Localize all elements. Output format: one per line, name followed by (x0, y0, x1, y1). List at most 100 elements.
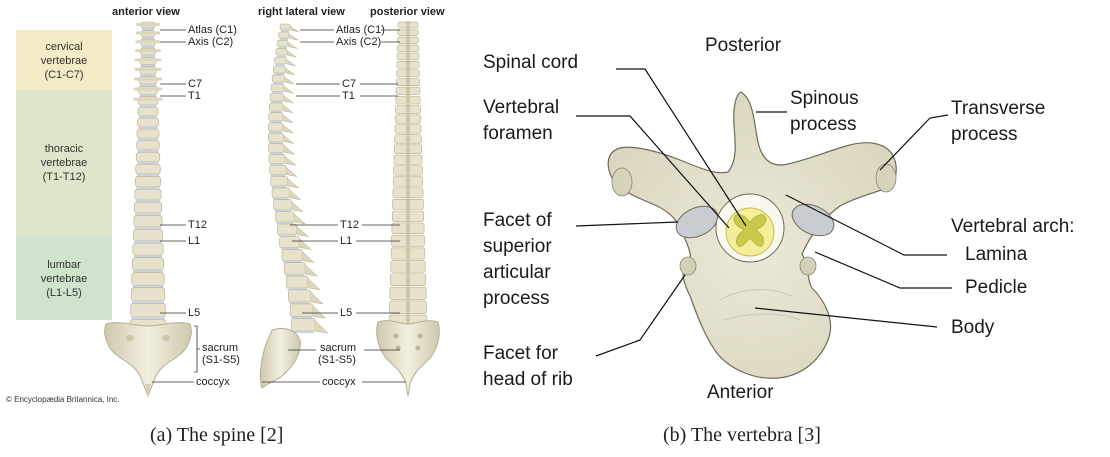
label-l1: L1 (188, 235, 200, 247)
anterior-vertebra (137, 140, 160, 149)
anterior-disc (132, 301, 164, 304)
lateral-spinous-process (313, 306, 326, 318)
lateral-spinous-process (283, 135, 293, 143)
lateral-spinous-process (285, 156, 296, 165)
lateral-spinous-process (299, 239, 311, 250)
lateral-vertebra (279, 32, 289, 38)
lateral-vertebra (284, 263, 305, 274)
posterior-sacral-foramen (418, 334, 423, 339)
posterior-spinous-process (406, 273, 410, 288)
anterior-vertebra (133, 243, 163, 255)
lateral-spinous-process (290, 26, 299, 32)
lateral-vertebra (268, 133, 283, 141)
vertebra-leader-lines (576, 69, 952, 356)
posterior-vertebrae (389, 21, 427, 330)
anterior-transverse-process (136, 32, 161, 35)
label-sacrum-range-post: (S1-S5) (318, 354, 356, 366)
lateral-spinous-process (289, 34, 298, 40)
anterior-vertebra (137, 118, 158, 127)
label-spinal-cord: Spinal cord (483, 50, 578, 76)
leader-facet-superior (576, 222, 678, 226)
lateral-spinous-process (311, 292, 323, 304)
anterior-spine (105, 22, 192, 398)
facet-rib-line-2: head of rib (483, 367, 573, 393)
spinal-cord (726, 208, 774, 256)
lateral-spinous-process (286, 167, 297, 176)
lateral-spinous-process (305, 265, 317, 276)
lateral-vertebra (290, 304, 313, 316)
anterior-disc (138, 138, 158, 141)
anterior-vertebra (135, 176, 160, 186)
posterior-spinous-process (406, 69, 410, 79)
anterior-vertebra (134, 215, 162, 226)
transverse-line-2: process (951, 122, 1045, 148)
anterior-disc (134, 241, 161, 244)
right-rib-facet (800, 257, 816, 275)
label-vertebral-arch: Vertebral arch: (951, 214, 1075, 240)
anterior-transverse-process (136, 23, 160, 26)
posterior-sacral-foramen (394, 334, 399, 339)
lateral-spinous-process (315, 320, 328, 333)
foramen-line-2: foramen (483, 121, 559, 147)
lateral-vertebra (271, 84, 284, 91)
anterior-transverse-process (133, 98, 163, 101)
left-transverse-tip (612, 168, 632, 196)
posterior-spinous-process (406, 234, 410, 248)
spinous-line-1: Spinous (790, 86, 859, 112)
anterior-disc (140, 94, 157, 97)
label-coccyx-post: coccyx (322, 376, 356, 388)
anterior-disc (142, 37, 155, 40)
posterior-spinous-process (406, 247, 410, 261)
lateral-vertebra (275, 57, 287, 64)
lateral-disc (276, 64, 286, 66)
anterior-sacral-foramen (126, 335, 134, 341)
lateral-spinous-process (283, 95, 293, 103)
anterior-vertebra (136, 164, 160, 174)
lateral-vertebra (270, 165, 286, 174)
posterior-spinous-process (406, 124, 410, 135)
lateral-disc (293, 331, 314, 333)
lateral-spine (260, 24, 328, 388)
posterior-spinous-process (406, 300, 410, 316)
anterior-vertebra (132, 258, 163, 270)
posterior-spinous-process (406, 77, 410, 87)
lateral-spinous-process (283, 105, 293, 113)
label-sacrum-post: sacrum (320, 342, 356, 354)
lateral-vertebra (269, 154, 285, 163)
facet-sup-line-4: process (483, 286, 552, 312)
anterior-disc (138, 150, 159, 153)
right-superior-facet (787, 198, 839, 242)
label-coccyx: coccyx (196, 376, 230, 388)
label-posterior: Posterior (705, 33, 781, 59)
anterior-disc (141, 55, 155, 58)
facet-sup-line-2: superior (483, 234, 552, 260)
lateral-vertebra (270, 93, 283, 101)
facet-rib-line-1: Facet for (483, 341, 573, 367)
lateral-vertebra (288, 290, 310, 302)
posterior-spinous-process (406, 198, 410, 211)
label-atlas-post: Atlas (C1) (336, 24, 385, 36)
vertebra-texture (724, 314, 800, 320)
posterior-spinous-process (406, 144, 410, 156)
posterior-spinous-process (406, 176, 410, 189)
leader-transverse (880, 115, 948, 170)
left-superior-facet (671, 200, 723, 244)
label-axis: Axis (C2) (188, 36, 233, 48)
lateral-vertebra (271, 176, 288, 185)
anterior-vertebra (134, 202, 161, 213)
vertebral-foramen (716, 194, 784, 262)
label-l5: L5 (188, 307, 200, 319)
right-transverse-tip (876, 164, 896, 192)
anterior-transverse-process (135, 40, 160, 43)
label-pedicle: Pedicle (965, 275, 1027, 301)
lateral-spinous-process (284, 77, 294, 84)
anterior-disc (141, 46, 154, 49)
lateral-vertebra (280, 24, 290, 30)
posterior-spinous-process (406, 260, 410, 275)
lateral-sacrum (260, 328, 300, 388)
lateral-spinous-process (287, 51, 296, 58)
anterior-vertebrae (130, 22, 166, 336)
anterior-vertebra (136, 152, 160, 161)
label-atlas: Atlas (C1) (188, 24, 237, 36)
lateral-vertebra (269, 103, 283, 111)
